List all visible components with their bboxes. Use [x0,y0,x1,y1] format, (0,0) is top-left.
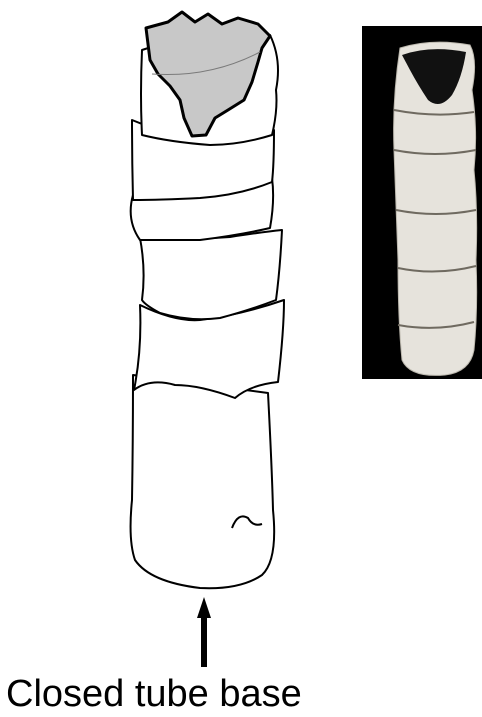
tube-photo [362,26,482,379]
caption: Closed tube base [0,672,482,716]
tube-segment-4 [140,230,282,319]
tube-segment-base [131,375,275,588]
up-arrow-icon [197,597,211,667]
